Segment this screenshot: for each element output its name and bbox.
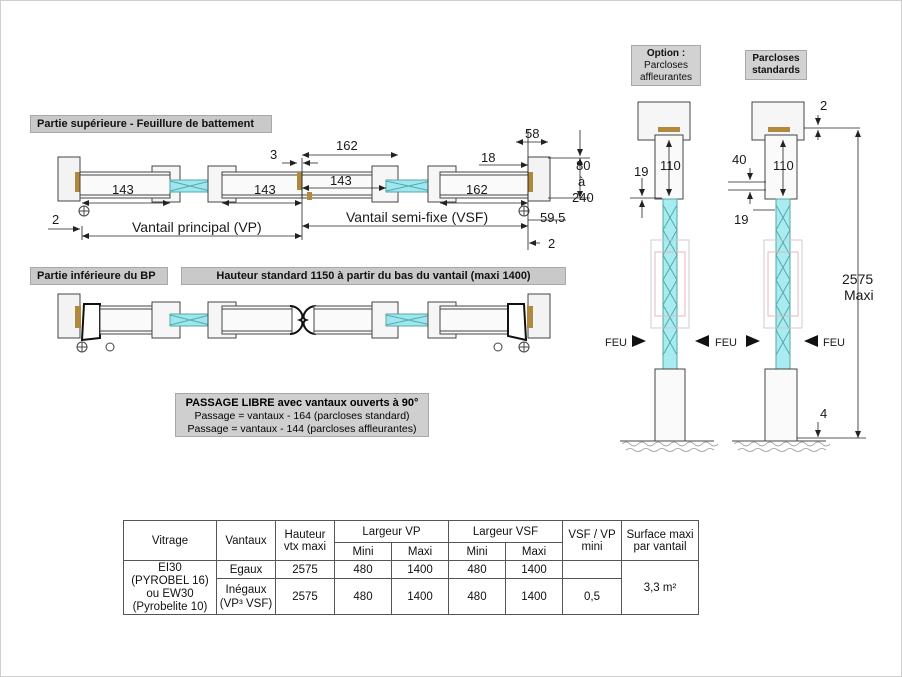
dim-110-left: 110 — [660, 158, 681, 173]
dim-maxi: Maxi — [844, 287, 874, 303]
label-standard: Parcloses standards — [745, 50, 807, 80]
td-r2-vsf-mini: 480 — [448, 578, 506, 615]
th-largeur-vsf: Largeur VSF — [448, 520, 563, 543]
option-sub2: affleurantes — [639, 72, 693, 83]
td-r2-hauteur: 2575 — [275, 578, 335, 615]
dim-110-right: 110 — [773, 158, 794, 173]
td-r2-vsf-maxi: 1400 — [505, 578, 563, 615]
passage-libre-box: PASSAGE LIBRE avec vantaux ouverts à 90°… — [175, 393, 429, 437]
dim-80: 80 — [576, 158, 590, 173]
th-vsf-mini: Mini — [448, 542, 506, 561]
dim-19-right: 19 — [734, 212, 748, 227]
feu-label-2: FEU — [715, 337, 737, 349]
td-r2-vp-maxi: 1400 — [391, 578, 449, 615]
dim-a: à — [578, 174, 586, 189]
dim-162-b: 162 — [466, 182, 488, 197]
plan-top-dims — [48, 130, 590, 250]
dim-143-b: 143 — [254, 182, 276, 197]
td-r2-vp-mini: 480 — [334, 578, 392, 615]
option-sub1: Parcloses — [644, 60, 688, 71]
dim-40: 40 — [732, 152, 746, 167]
td-r1-vsf-mini: 480 — [448, 560, 506, 579]
th-largeur-vp: Largeur VP — [334, 520, 449, 543]
feu-arrows — [632, 335, 818, 347]
section-dims — [630, 115, 866, 439]
dim-143-a: 143 — [112, 182, 134, 197]
td-egaux: Egaux — [216, 560, 276, 579]
td-r1-vp-mini: 480 — [334, 560, 392, 579]
standard-line1: Parcloses — [752, 53, 800, 64]
standard-line2: standards — [752, 65, 800, 76]
dim-240: 240 — [572, 190, 594, 205]
plan-bottom — [57, 293, 551, 353]
th-vsf-maxi: Maxi — [505, 542, 563, 561]
label-vp: Vantail principal (VP) — [132, 219, 262, 235]
td-inegaux: Inégaux(VP³ VSF) — [216, 578, 276, 615]
section-left — [620, 101, 714, 442]
label-option: Option : Parcloses affleurantes — [631, 45, 701, 86]
th-vantaux: Vantaux — [216, 520, 276, 561]
dim-2575: 2575 — [842, 271, 873, 287]
td-r2-ratio: 0,5 — [562, 578, 622, 615]
passage-title: PASSAGE LIBRE avec vantaux ouverts à 90° — [185, 397, 419, 409]
plan-top — [57, 156, 551, 217]
td-r1-ratio — [562, 560, 622, 579]
label-hauteur: Hauteur standard 1150 à partir du bas du… — [181, 267, 566, 285]
ground-hatch — [621, 441, 831, 452]
feu-label-3: FEU — [823, 337, 845, 349]
dim-4: 4 — [820, 406, 827, 421]
label-bottom-section: Partie inférieure du BP — [30, 267, 168, 285]
section-right — [732, 101, 826, 442]
dim-19-left: 19 — [634, 164, 648, 179]
td-r1-hauteur: 2575 — [275, 560, 335, 579]
dim-59-5: 59,5 — [540, 210, 565, 225]
dim-3: 3 — [270, 147, 277, 162]
feu-label-1: FEU — [605, 337, 627, 349]
td-r1-vsf-maxi: 1400 — [505, 560, 563, 579]
label-top-section: Partie supérieure - Feuillure de batteme… — [30, 115, 272, 133]
td-vitrage: EI30(PYROBEL 16)ou EW30(Pyrobelite 10) — [123, 560, 217, 615]
td-r1-vp-maxi: 1400 — [391, 560, 449, 579]
passage-line1: Passage = vantaux - 164 (parcloses stand… — [194, 410, 410, 422]
dim-2-right: 2 — [548, 236, 555, 251]
dim-58: 58 — [525, 126, 539, 141]
th-vp-maxi: Maxi — [391, 542, 449, 561]
passage-line2: Passage = vantaux - 144 (parcloses affle… — [187, 423, 417, 435]
plan-top-texts: 143 143 143 162 162 3 18 58 80 à 240 59,… — [52, 126, 594, 251]
dim-162-a: 162 — [336, 138, 358, 153]
dim-2-left: 2 — [52, 212, 59, 227]
dim-18: 18 — [481, 150, 495, 165]
dim-2-section: 2 — [820, 98, 827, 113]
th-vitrage: Vitrage — [123, 520, 217, 561]
td-surface: 3,3 m² — [621, 560, 699, 615]
section-texts: 19 110 40 19 110 2 2575 Maxi 4 FEU FEU F… — [605, 98, 874, 421]
option-title: Option : — [646, 48, 686, 59]
label-vsf: Vantail semi-fixe (VSF) — [346, 209, 488, 225]
th-vp-mini: Mini — [334, 542, 392, 561]
dim-143-c: 143 — [330, 173, 352, 188]
